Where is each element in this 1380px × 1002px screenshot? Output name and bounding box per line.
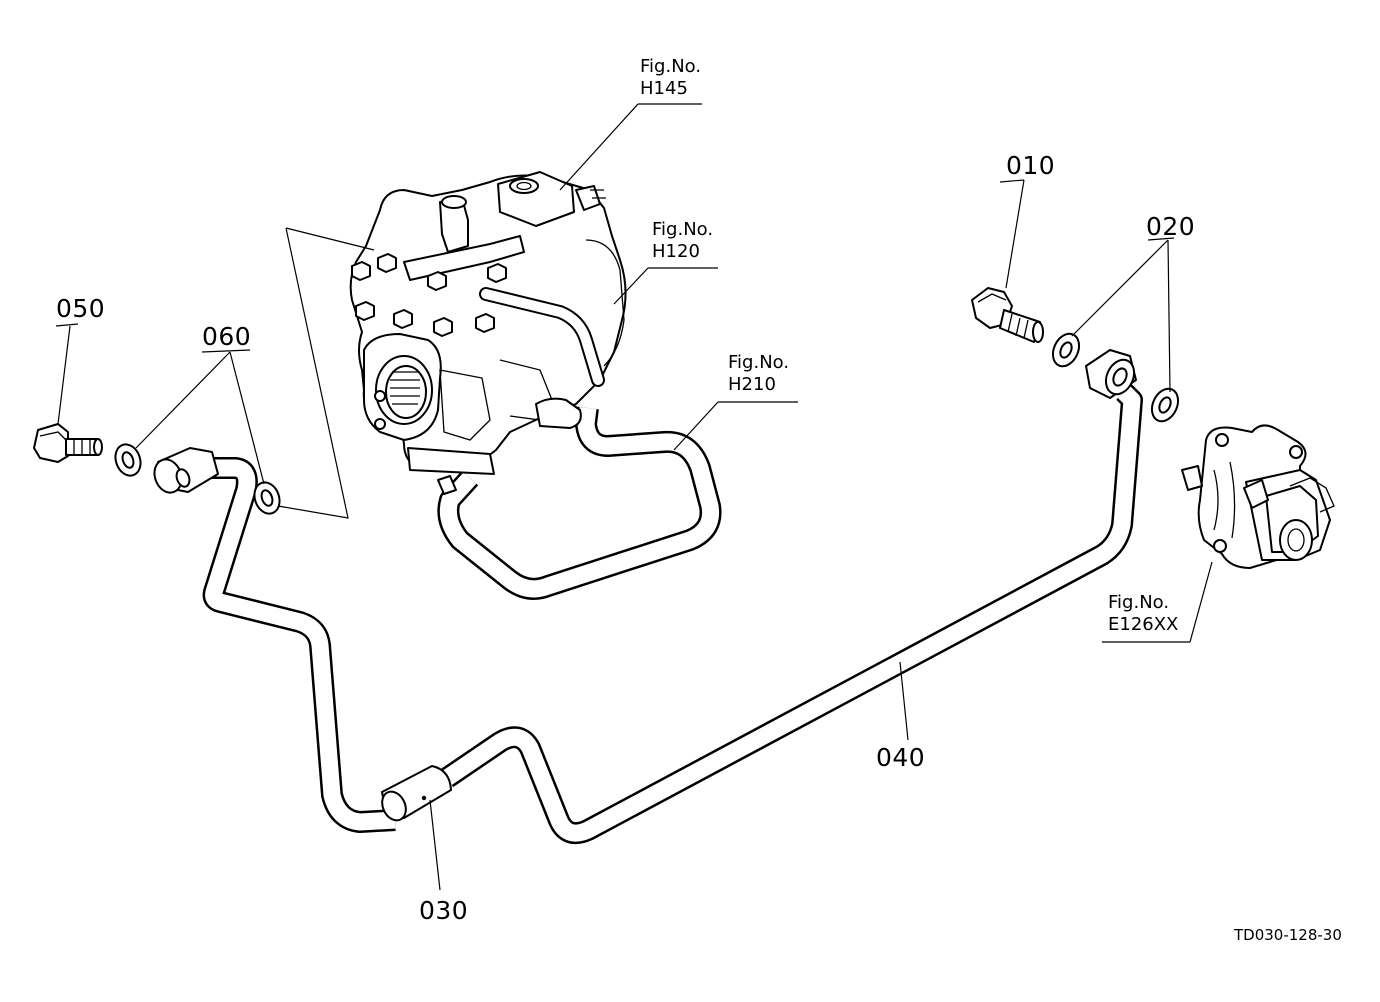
ref-h145-line2: H145: [640, 78, 688, 99]
ref-h210-line2: H210: [728, 374, 776, 395]
leader-h145: [559, 103, 702, 191]
leader-h210: [673, 401, 798, 451]
callout-060: 060: [202, 322, 252, 351]
gasket-020-top: [1051, 332, 1081, 368]
pipe-sleeve-030: [381, 765, 452, 822]
callout-010: 010: [1006, 151, 1056, 180]
leader-060: [135, 349, 265, 485]
pipe-eye-left: [153, 447, 219, 494]
bracket-060: [277, 227, 375, 519]
callout-040: 040: [876, 743, 926, 772]
ref-h210: Fig.No. H210: [728, 352, 789, 396]
gasket-060-right: [253, 481, 281, 515]
gasket-060-left: [114, 443, 142, 477]
pipe-eye-right: [1085, 349, 1137, 399]
joint-bolt-050: [33, 423, 103, 463]
ref-h120-line1: Fig.No.: [652, 219, 714, 240]
drawing-code: TD030-128-30: [1234, 926, 1342, 944]
callout-030: 030: [419, 896, 469, 925]
ref-h145: Fig.No. H145: [640, 56, 701, 100]
leader-020: [1071, 237, 1175, 393]
ref-h210-line1: Fig.No.: [728, 352, 790, 373]
feed-pump-e126xx: [1181, 424, 1335, 569]
ref-h145-line1: Fig.No.: [640, 56, 702, 77]
leader-050: [55, 323, 79, 425]
injection-pump-assembly: [349, 171, 722, 600]
leader-010: [999, 179, 1025, 289]
ref-e126xx: Fig.No. E126XX: [1108, 592, 1178, 636]
leader-h120: [613, 267, 718, 305]
leader-040: [899, 661, 909, 741]
ref-h120-line2: H120: [652, 241, 700, 262]
callout-050: 050: [56, 294, 106, 323]
leader-e126xx: [1102, 561, 1213, 643]
fuel-pipe-040: [185, 384, 1143, 844]
leader-030: [429, 799, 441, 891]
callout-020: 020: [1146, 212, 1196, 241]
gasket-020-bottom: [1150, 387, 1180, 423]
ref-e126xx-line2: E126XX: [1108, 614, 1179, 635]
ref-h120: Fig.No. H120: [652, 219, 713, 263]
joint-bolt-010: [971, 287, 1044, 343]
ref-e126xx-line1: Fig.No.: [1108, 592, 1170, 613]
